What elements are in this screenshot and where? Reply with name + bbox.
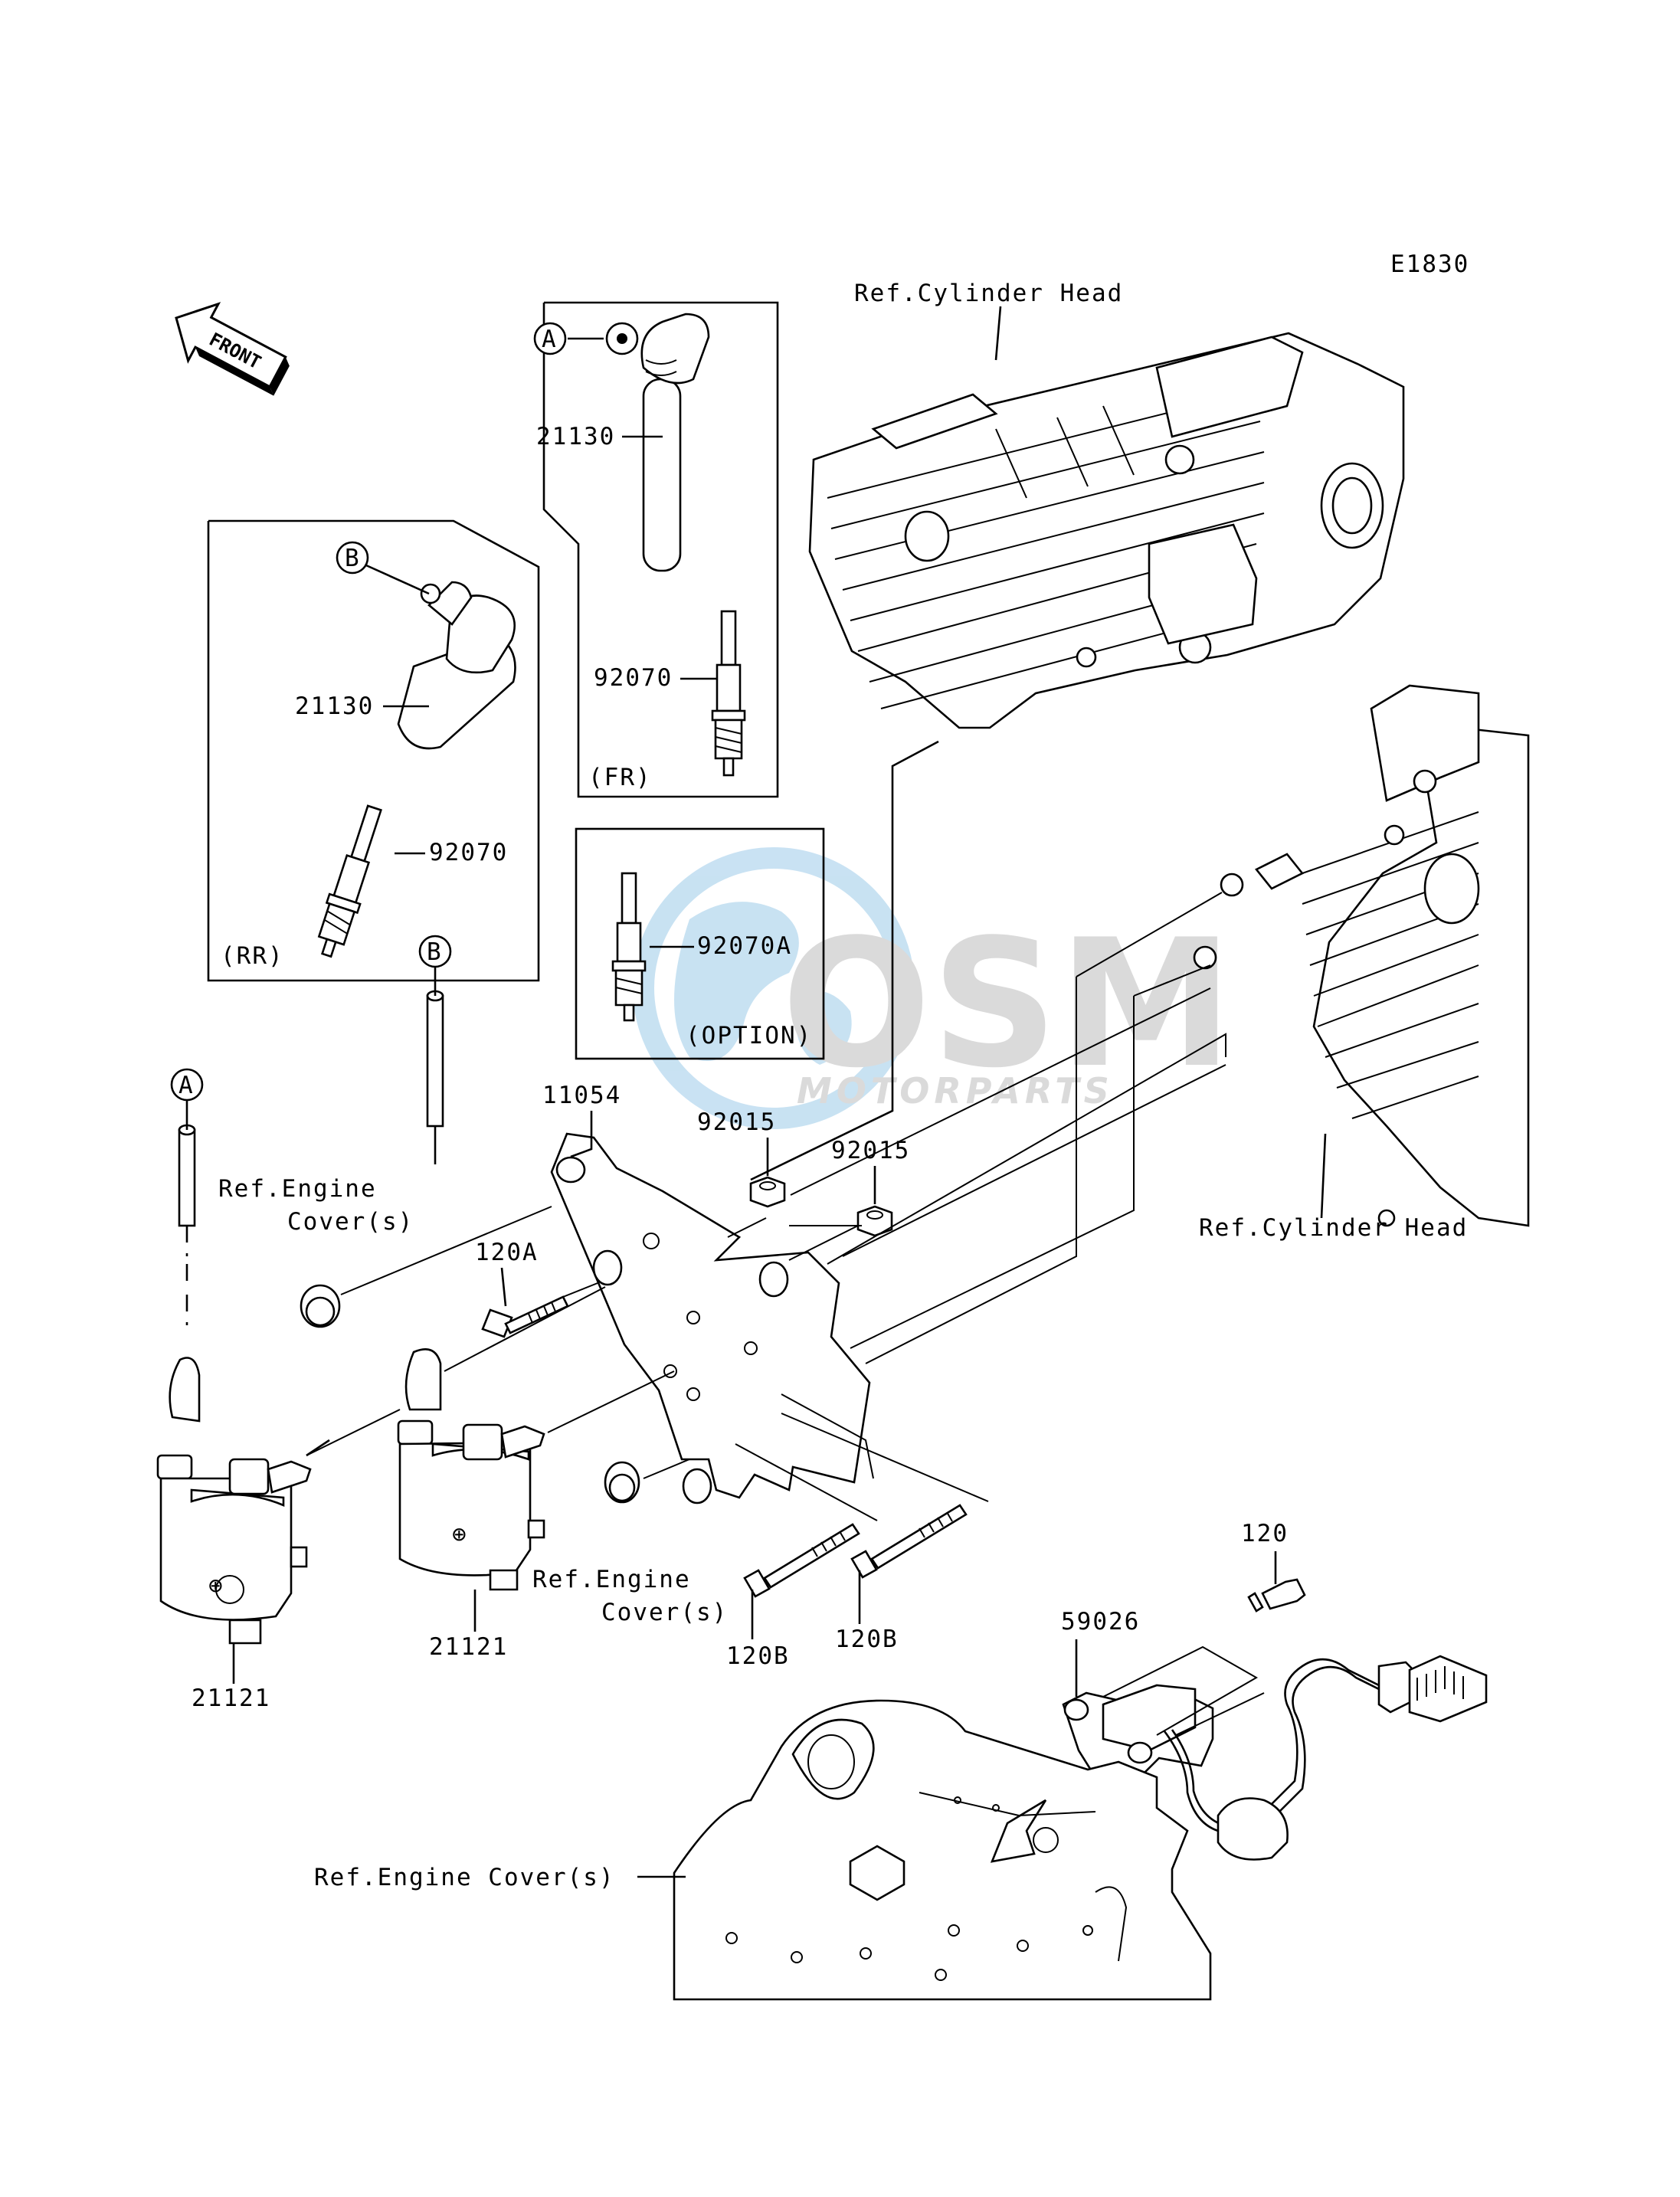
ref-engine-cover-bottom: Ref.Engine Cover(s): [314, 1864, 615, 1891]
assembly-lines: [306, 892, 1226, 1521]
part-21130-fr: 21130: [536, 423, 615, 450]
coil-bracket: [550, 1132, 871, 1505]
marker-a-coil-label: A: [178, 1072, 195, 1099]
diagram-code: E1830: [1390, 250, 1469, 278]
sensor-59026: [1062, 1655, 1488, 1861]
part-59026: 59026: [1061, 1608, 1140, 1635]
part-21130-rr: 21130: [295, 692, 374, 720]
bolt-120a: [481, 1295, 569, 1338]
ref-engine-cover-mid-2: Cover(s): [601, 1599, 728, 1626]
front-arrow-icon: FRONT: [175, 302, 290, 396]
marker-a-fr-label: A: [542, 326, 558, 353]
part-21121-mid: 21121: [429, 1633, 508, 1661]
nut-92015-1: [749, 1176, 786, 1208]
grommet-mid: [604, 1461, 640, 1504]
option-group-box: 92070A (OPTION): [575, 827, 825, 1060]
bolt-120b-2: [850, 1504, 968, 1579]
spark-plug-option: [611, 872, 647, 1022]
ref-cylinder-head-top: Ref.Cylinder Head: [854, 280, 1123, 307]
cylinder-head-rear: [1193, 684, 1530, 1227]
part-92070a: 92070A: [697, 932, 792, 960]
group-rr-label: (RR): [221, 942, 284, 970]
part-120b-2: 120B: [835, 1626, 899, 1653]
part-120: 120: [1241, 1520, 1289, 1547]
bolt-120: [1247, 1578, 1306, 1613]
ignition-cap-fr: [605, 313, 710, 572]
bolt-120b-1: [743, 1523, 860, 1598]
rr-group-box: B 21130 92070 (RR): [207, 519, 540, 982]
watermark: OSM MOTORPARTS: [633, 847, 1233, 1129]
ref-engine-cover-mid-1: Ref.Engine: [532, 1566, 691, 1593]
ref-engine-cover-left-2: Cover(s): [287, 1208, 414, 1236]
svg-text:⊕: ⊕: [452, 1521, 468, 1548]
engine-cover: [673, 1699, 1212, 2001]
ignition-cap-rr: [397, 581, 516, 750]
ignition-coil-left: ⊕: [156, 1124, 312, 1645]
ref-cylinder-head-right: Ref.Cylinder Head: [1199, 1214, 1468, 1242]
marker-b-coil-label: B: [427, 938, 443, 966]
part-120a: 120A: [475, 1239, 539, 1266]
watermark-sub: MOTORPARTS: [797, 1070, 1114, 1112]
ref-engine-cover-left-1: Ref.Engine: [218, 1175, 377, 1203]
part-92070-fr: 92070: [594, 664, 673, 692]
part-11054: 11054: [542, 1082, 621, 1109]
marker-a-fr: [533, 322, 567, 355]
spark-plug-rr: [317, 804, 382, 958]
spark-plug-fr: [711, 610, 746, 777]
marker-b-rr: [336, 541, 369, 575]
part-92070-rr: 92070: [429, 839, 508, 866]
marker-b-rr-label: B: [345, 545, 361, 572]
part-92015-1: 92015: [697, 1108, 776, 1136]
cylinder-head-front: [808, 332, 1405, 729]
group-fr-label: (FR): [588, 764, 652, 791]
part-120b-1: 120B: [726, 1642, 790, 1670]
nut-92015-2: [856, 1205, 893, 1237]
group-option-label: (OPTION): [686, 1022, 812, 1049]
grommet-left: [300, 1284, 341, 1328]
fr-group-box: A 21130 92070 (FR): [533, 301, 779, 798]
part-92015-2: 92015: [831, 1137, 910, 1164]
ignition-coil-mid: ⊕: [397, 990, 545, 1591]
part-21121-left: 21121: [192, 1685, 270, 1712]
svg-text:⊕: ⊕: [208, 1572, 224, 1599]
